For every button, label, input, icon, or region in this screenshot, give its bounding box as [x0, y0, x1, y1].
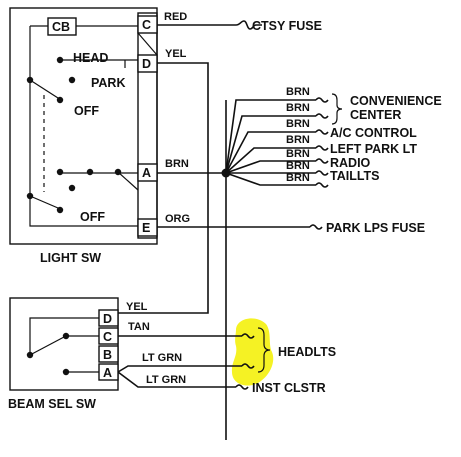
- beam-terminal-c-label: C: [103, 330, 112, 344]
- headlights-brace: [257, 327, 271, 373]
- terminal-d-label: D: [142, 57, 151, 71]
- brn-branch-label-4: BRN: [286, 134, 310, 146]
- yel-wire-label: YEL: [165, 48, 187, 60]
- headlight-connector-2: [241, 363, 255, 369]
- park-contact-lower-2: [86, 168, 94, 176]
- brn-branch-label-1: BRN: [286, 86, 310, 98]
- switch-arm-lower: [29, 195, 59, 209]
- yel-beam-label: YEL: [126, 301, 148, 313]
- org-wire-label: ORG: [165, 213, 190, 225]
- park-label: PARK: [91, 76, 126, 90]
- beam-switch-label: BEAM SEL SW: [8, 397, 96, 411]
- terminal-e-label: E: [142, 221, 150, 235]
- circuit-breaker-label: CB: [52, 20, 70, 34]
- headlights-highlight: [231, 318, 274, 386]
- brn-branch-4: [225, 147, 316, 174]
- radio-label: RADIO: [330, 156, 371, 170]
- beam-terminal-a-label: A: [103, 366, 112, 380]
- park-lps-fuse-label: PARK LPS FUSE: [326, 221, 425, 235]
- brn-branch-7: [225, 172, 316, 186]
- head-contact: [56, 56, 64, 64]
- off-label-lower: OFF: [80, 210, 105, 224]
- light-switch-terminal-strip: [137, 12, 158, 239]
- c-to-d-diagonal: [137, 32, 158, 56]
- cb-wires: [29, 25, 138, 196]
- beam-terminal-d-label: D: [103, 312, 112, 326]
- terminal-c-label: C: [142, 18, 151, 32]
- convenience-label: CONVENIENCE: [350, 94, 442, 108]
- lt-grn-wire-1: [117, 365, 242, 373]
- brn-branch-label-2: BRN: [286, 102, 310, 114]
- inst-clstr-label: INST CLSTR: [252, 381, 326, 395]
- brn-branch-3: [225, 131, 316, 174]
- off-contact-lower: [56, 206, 64, 214]
- park-contact: [68, 76, 76, 84]
- e-terminal-wire: [29, 196, 138, 227]
- beam-internal-wire: [29, 317, 99, 355]
- yel-wire: [118, 62, 209, 314]
- beam-terminal-b-label: B: [103, 348, 112, 362]
- ctsy-fuse-label: CTSY FUSE: [252, 19, 322, 33]
- center-label: CENTER: [350, 108, 401, 122]
- contact-lower-4: [68, 184, 76, 192]
- inst-clstr-connector: [235, 384, 249, 390]
- brn-main-label: BRN: [165, 158, 189, 170]
- brn-branch-2: [225, 115, 316, 174]
- beam-switch-arm: [29, 336, 65, 356]
- brn-branch-label-5: BRN: [286, 148, 310, 160]
- brn-branch-label-3: BRN: [286, 118, 310, 130]
- head-label: HEAD: [73, 51, 108, 65]
- branch-connectors: [315, 97, 329, 188]
- brn-branch-1: [225, 99, 316, 174]
- off-label-upper: OFF: [74, 104, 99, 118]
- park-contact-lower-1: [56, 168, 64, 176]
- e-lower-link: [117, 171, 139, 191]
- lt-grn-label-1: LT GRN: [142, 352, 182, 364]
- light-switch-box: [9, 7, 158, 245]
- park-lps-connector: [309, 224, 323, 230]
- headlts-label: HEADLTS: [278, 345, 336, 359]
- headlight-connector-1: [241, 333, 255, 339]
- left-park-lt-label: LEFT PARK LT: [330, 142, 417, 156]
- ctsy-fuse-connector: [228, 20, 262, 30]
- beam-terminal-b: [98, 345, 119, 363]
- taillts-label: TAILLTS: [330, 169, 380, 183]
- tan-wire-label: TAN: [128, 321, 150, 333]
- d-terminal-wire: [60, 59, 138, 68]
- ac-control-label: A/C CONTROL: [330, 126, 417, 140]
- switch-arm-upper: [29, 79, 59, 99]
- brn-branch-5: [225, 160, 316, 174]
- off-contact-upper: [56, 96, 64, 104]
- lt-grn-label-2: LT GRN: [146, 374, 186, 386]
- brn-branches: [225, 99, 316, 186]
- light-switch-label: LIGHT SW: [40, 251, 101, 265]
- brn-branch-label-7: BRN: [286, 172, 310, 184]
- convenience-brace: [331, 93, 343, 125]
- lt-grn-wire-2: [117, 371, 236, 388]
- terminal-a-label: A: [142, 166, 151, 180]
- brn-branch-label-6: BRN: [286, 160, 310, 172]
- red-wire-label: RED: [164, 11, 187, 23]
